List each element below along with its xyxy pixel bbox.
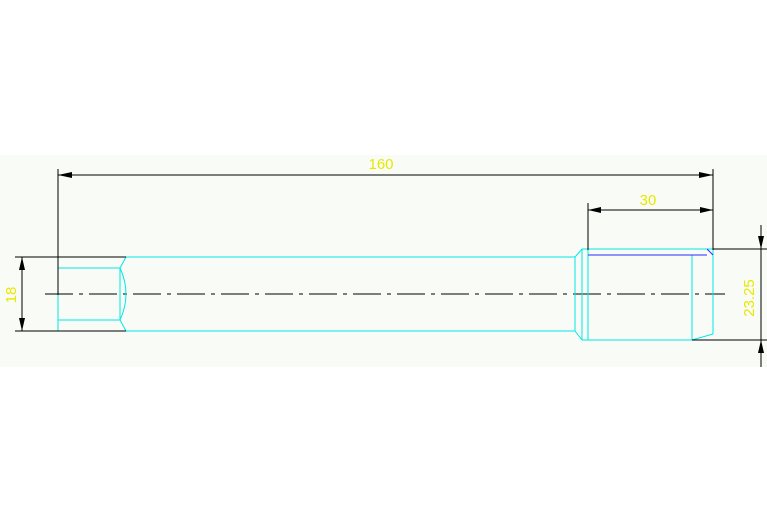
dim-thread <box>587 203 713 250</box>
arrow-top-shaft <box>19 257 25 270</box>
bore-chamfer-top <box>119 256 127 269</box>
transition-chamfer-bottom <box>574 330 583 341</box>
drawing-band <box>0 155 767 367</box>
dim-text-shaft: 18 <box>3 287 20 304</box>
dim-text-overall: 160 <box>368 156 393 173</box>
dim-text-thread: 30 <box>640 192 657 209</box>
bore-chamfer-bottom <box>119 319 127 332</box>
dim-text-head: 23.25 <box>741 279 758 317</box>
arrow-right-thread <box>700 207 713 213</box>
arrow-left-thread <box>588 207 601 213</box>
arrow-bottom-head <box>758 340 764 353</box>
transition-chamfer-top <box>574 248 583 258</box>
arrow-left-overall <box>58 172 72 178</box>
part-outline <box>57 248 714 341</box>
thread-chamfer <box>706 248 714 256</box>
bore-tip <box>119 267 127 321</box>
arrow-top-head <box>758 236 764 249</box>
arrow-bottom-shaft <box>19 318 25 331</box>
head-end-chamfer <box>691 333 714 341</box>
arrow-right-overall <box>699 172 713 178</box>
